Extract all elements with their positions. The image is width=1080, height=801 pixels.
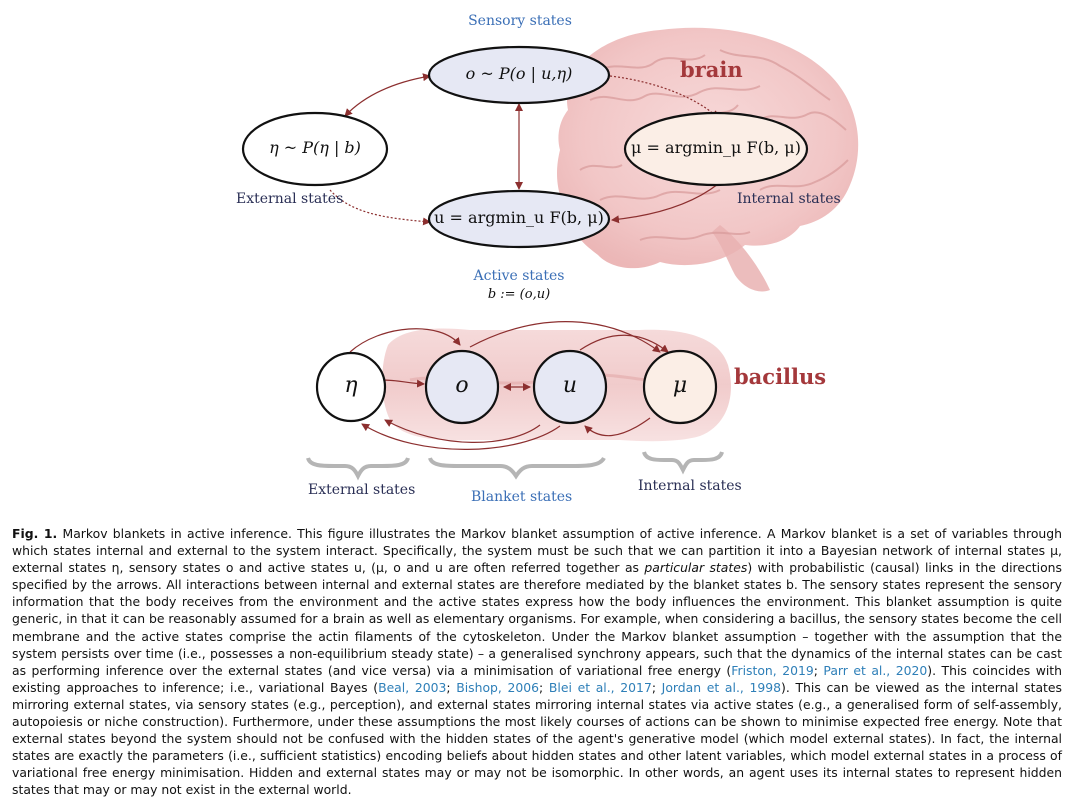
sensory-state-ellipse	[427, 45, 611, 105]
arrow-eta-o-top	[349, 328, 461, 353]
citation-link[interactable]: Blei et al., 2017	[548, 679, 652, 695]
caption-separator: ;	[446, 679, 457, 695]
arrow-external-active	[329, 189, 431, 226]
citation-link[interactable]: Friston, 2019	[731, 662, 814, 678]
node-u-circle	[532, 349, 608, 425]
figure: Sensory states brain External states Int…	[236, 13, 859, 505]
node-mu-symbol: μ	[672, 373, 688, 398]
caption-italic-term: particular states	[644, 560, 748, 576]
caption-title: Markov blankets in active inference.	[62, 526, 292, 541]
bottom-internal-states-label: Internal states	[638, 478, 742, 494]
sensory-equation: o ~ P(o | u,η)	[465, 64, 573, 83]
arrow-o-mu	[469, 321, 661, 353]
caption-text-2: ) with probabilistic (causal) links in t…	[12, 560, 1062, 678]
bacillus-label: bacillus	[734, 364, 827, 389]
brace-blanket	[428, 456, 606, 480]
arrow-sensory-external	[344, 73, 431, 117]
caption-text-4: ). This can be viewed as the internal st…	[12, 679, 1062, 798]
node-u-symbol: u	[562, 373, 578, 398]
citation-link[interactable]: Bishop, 2006	[456, 679, 540, 695]
arrow-mu-u	[584, 417, 651, 437]
node-o-circle	[424, 349, 500, 425]
caption-label: Fig. 1.	[12, 526, 58, 541]
caption-separator: ;	[813, 662, 824, 678]
caption-separator: ;	[651, 679, 662, 695]
caption-text-1: This figure illustrates the Markov blank…	[12, 526, 1062, 576]
internal-equation: μ = argmin_μ F(b, μ)	[631, 138, 801, 157]
bottom-external-states-label: External states	[308, 482, 416, 498]
active-state-ellipse	[427, 189, 611, 249]
top-internal-states-label: Internal states	[737, 191, 841, 207]
caption-separator: ;	[539, 679, 549, 695]
active-states-label: Active states	[473, 268, 565, 284]
external-state-ellipse	[241, 111, 389, 187]
blanket-definition: b := (o,u)	[487, 287, 551, 302]
brace-internal	[642, 451, 724, 475]
arrow-internal-active	[611, 183, 719, 224]
brace-external	[306, 457, 410, 481]
figure-caption: Fig. 1. Markov blankets in active infere…	[12, 525, 1062, 799]
citation-link[interactable]: Parr et al., 2020	[823, 662, 928, 678]
arrow-u-eta-inner	[384, 419, 541, 443]
active-equation: u = argmin_u F(b, μ)	[434, 208, 604, 227]
brain-label: brain	[680, 57, 743, 82]
figure-graphic	[241, 27, 859, 481]
caption-text-3: ). This coincides with existing approach…	[12, 662, 1062, 695]
node-o-symbol: o	[455, 373, 469, 398]
arrow-u-mu	[579, 334, 669, 353]
node-eta-circle	[315, 351, 387, 423]
sensory-states-label: Sensory states	[468, 13, 572, 29]
citation-link[interactable]: Beal, 2003	[378, 679, 447, 695]
arrow-u-eta	[361, 423, 561, 450]
external-equation: η ~ P(η | b)	[269, 138, 361, 157]
internal-state-ellipse	[623, 111, 809, 187]
node-mu-circle	[642, 349, 718, 425]
node-eta-symbol: η	[344, 373, 358, 398]
citation-link[interactable]: Jordan et al., 1998	[661, 679, 782, 695]
top-external-states-label: External states	[236, 191, 344, 207]
blanket-states-label: Blanket states	[471, 489, 573, 505]
